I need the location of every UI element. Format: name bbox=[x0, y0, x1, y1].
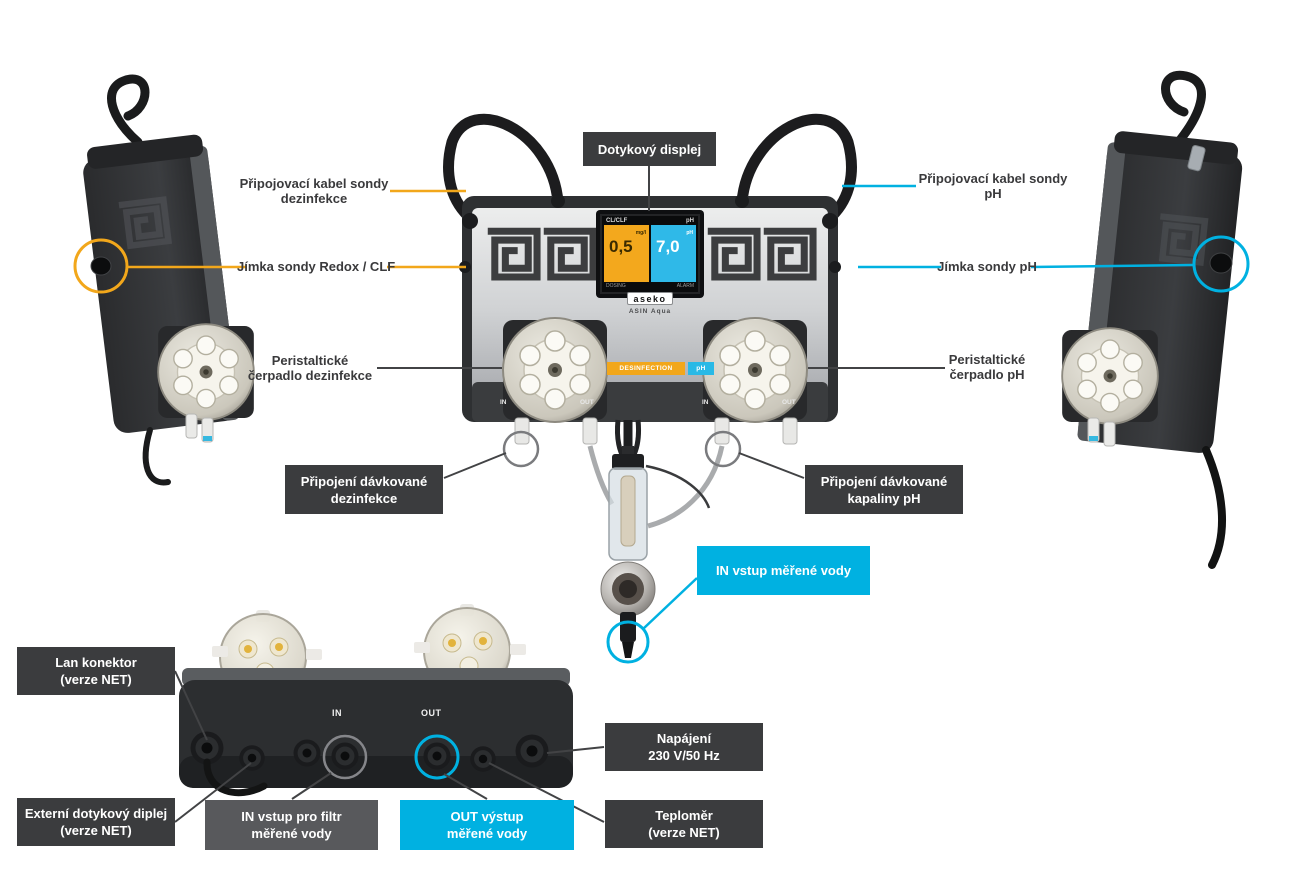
touch-display-screen: CL/CLF pH mg/l 0,5 pH 7,0 DOSING ALARM bbox=[600, 214, 700, 294]
callout-filter-in: IN vstup pro filtr měřené vody bbox=[205, 800, 378, 850]
model-name: ASIN Aqua bbox=[628, 308, 672, 315]
thermometer-gland bbox=[470, 746, 496, 772]
port-label-out-left: OUT bbox=[580, 399, 594, 406]
bottom-port-in: IN bbox=[332, 708, 342, 718]
probe-cable-ph bbox=[736, 113, 857, 222]
bottom-port-out: OUT bbox=[421, 708, 442, 718]
display-footer-left: DOSING bbox=[606, 283, 626, 289]
highlight-circle-out-water bbox=[414, 734, 460, 780]
right-side-view bbox=[1061, 70, 1250, 569]
display-header-right: pH bbox=[686, 218, 694, 224]
highlight-circle-water-in bbox=[606, 620, 650, 664]
in-filter-gland bbox=[331, 742, 359, 770]
callout-lan: Lan konektor (verze NET) bbox=[17, 647, 175, 695]
display-tile-chlorine: mg/l 0,5 bbox=[604, 225, 649, 282]
chlorine-unit: mg/l bbox=[635, 230, 646, 236]
callout-lines bbox=[128, 166, 1194, 823]
highlight-circle-dosing-disinfection bbox=[502, 430, 540, 468]
water-inlet-barb bbox=[622, 642, 634, 658]
callout-probe-cable-disinfection: Připojovací kabel sondy dezinfekce bbox=[239, 176, 389, 206]
aseko-logo: aseko bbox=[627, 292, 673, 305]
power-gland bbox=[515, 734, 549, 768]
pump-strip-ph: pH bbox=[688, 362, 714, 375]
port-label-in-left: IN bbox=[500, 399, 507, 406]
ext-display-gland bbox=[239, 745, 265, 771]
highlight-circle-ph-well bbox=[1192, 235, 1250, 293]
display-header: CL/CLF pH bbox=[604, 217, 696, 225]
peristaltic-pump-ph bbox=[702, 317, 808, 423]
dosing-tube-right bbox=[647, 445, 725, 529]
callout-dosing-disinfection: Připojení dávkované dezinfekce bbox=[285, 465, 443, 514]
power-cable bbox=[1202, 446, 1227, 569]
display-header-left: CL/CLF bbox=[606, 218, 628, 224]
callout-water-out: OUT výstup měřené vody bbox=[400, 800, 574, 850]
chlorine-value: 0,5 bbox=[609, 237, 633, 256]
peristaltic-pump-side-right bbox=[1061, 327, 1159, 425]
peristaltic-pump-side-left bbox=[157, 323, 255, 421]
callout-power: Napájení 230 V/50 Hz bbox=[605, 723, 763, 771]
pump-strip-disinfection: DESINFECTION bbox=[607, 362, 685, 375]
callout-dosing-ph: Připojení dávkované kapaliny pH bbox=[805, 465, 963, 514]
probe-well-hole-right bbox=[1209, 252, 1233, 274]
callout-thermometer: Teploměr (verze NET) bbox=[605, 800, 763, 848]
highlight-circle-redox-well bbox=[73, 238, 129, 294]
callout-probe-well-redox: Jímka sondy Redox / CLF bbox=[237, 259, 396, 274]
callout-water-in: IN vstup měřené vody bbox=[697, 546, 870, 595]
display-footer: DOSING ALARM bbox=[604, 282, 696, 291]
out-water-gland bbox=[423, 742, 451, 770]
port-label-out-right: OUT bbox=[782, 399, 796, 406]
peristaltic-pump-disinfection bbox=[502, 317, 608, 423]
port-label-in-right: IN bbox=[702, 399, 709, 406]
callout-probe-cable-ph: Připojovací kabel sondy pH bbox=[918, 171, 1068, 201]
callout-pump-ph: Peristaltické čerpadlo pH bbox=[948, 352, 1026, 382]
front-well-right bbox=[829, 261, 841, 273]
flow-cell-assembly bbox=[502, 419, 742, 664]
probe-well-hole-left bbox=[90, 256, 112, 276]
callout-pump-disinfection: Peristaltické čerpadlo dezinfekce bbox=[247, 353, 373, 383]
callout-external-display: Externí dotykový diplej (verze NET) bbox=[17, 798, 175, 846]
callout-probe-well-ph: Jímka sondy pH bbox=[937, 259, 1037, 274]
display-footer-right: ALARM bbox=[676, 283, 694, 289]
display-tile-ph: pH 7,0 bbox=[651, 225, 696, 282]
left-side-view bbox=[73, 74, 255, 486]
bottom-view bbox=[179, 604, 573, 797]
callout-touch-display: Dotykový displej bbox=[583, 132, 716, 166]
probe-cable-right bbox=[1161, 70, 1206, 145]
highlight-circle-in-filter bbox=[322, 734, 368, 780]
highlight-circle-dosing-ph bbox=[704, 430, 742, 468]
ph-unit: pH bbox=[686, 230, 693, 236]
ph-value: 7,0 bbox=[656, 237, 680, 256]
probe-cable-left bbox=[107, 74, 150, 147]
